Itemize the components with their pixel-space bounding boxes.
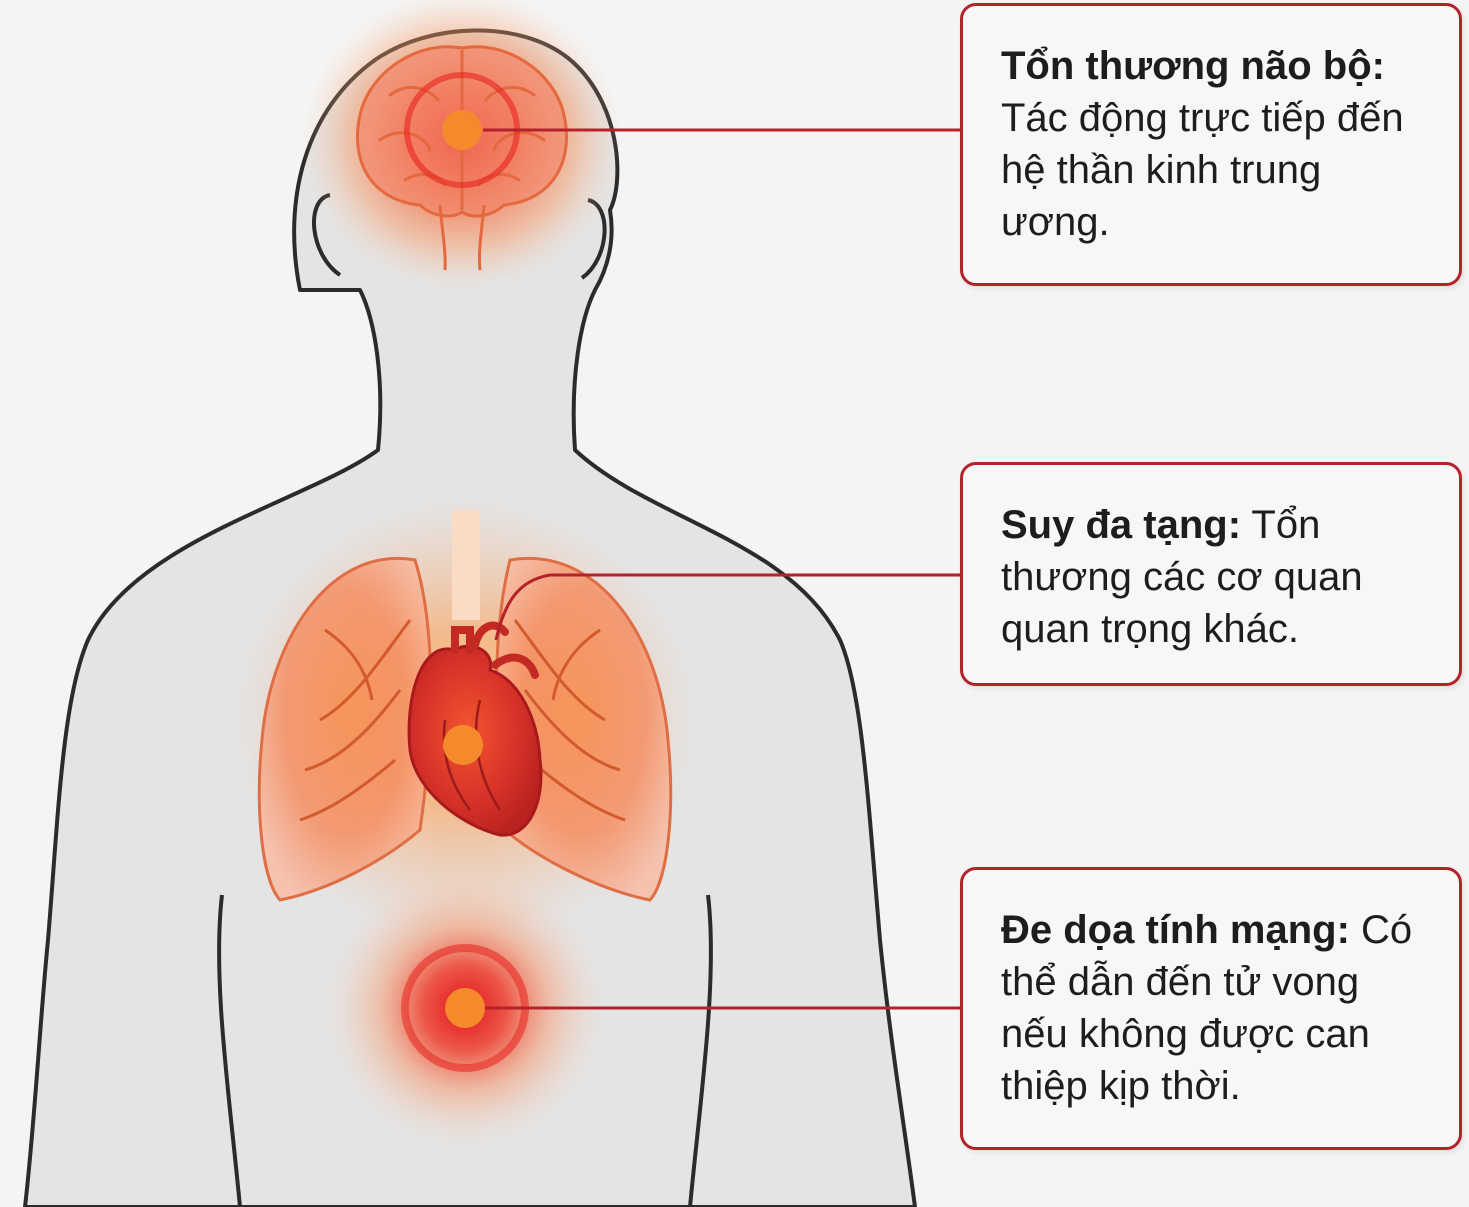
callout-term: Tổn thương não bộ: [1001,44,1385,88]
callout-multi-organ-failure: Suy đa tạng: Tổn thương các cơ quan quan… [960,462,1462,686]
callout-description: Tác động trực tiếp đến hệ thần kinh trun… [1001,96,1404,244]
callout-brain-damage: Tổn thương não bộ: Tác động trực tiếp đế… [960,3,1462,286]
callout-term: Suy đa tạng: [1001,503,1241,547]
callout-term: Đe dọa tính mạng: [1001,908,1350,952]
callout-life-threatening: Đe dọa tính mạng: Có thể dẫn đến tử vong… [960,867,1462,1150]
brain-illustration [302,0,622,290]
